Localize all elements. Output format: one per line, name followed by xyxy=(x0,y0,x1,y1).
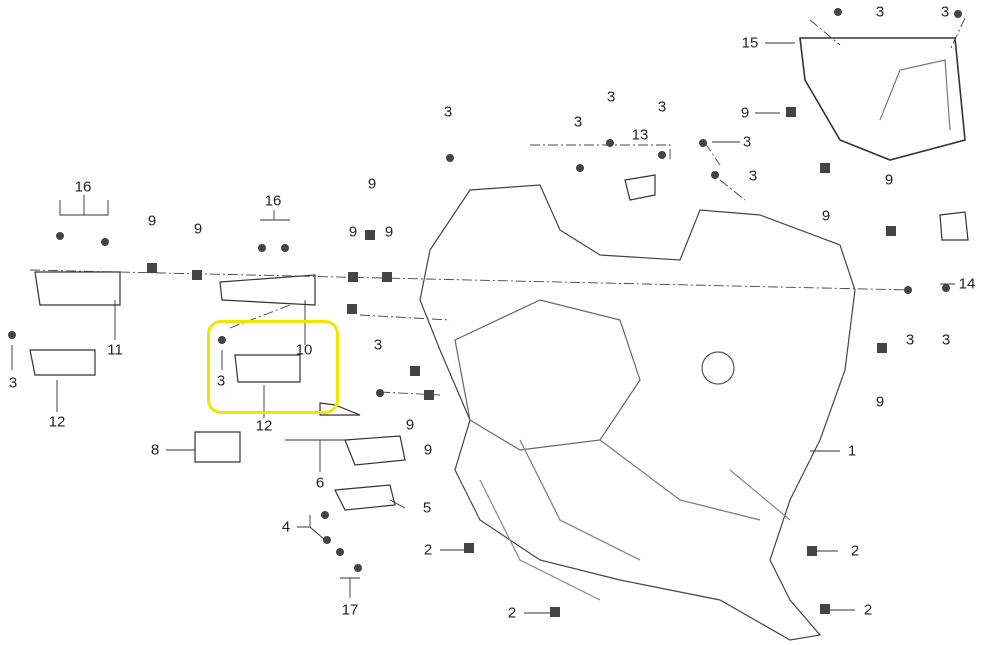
callout-label: 16 xyxy=(264,192,282,210)
callout-label: 5 xyxy=(422,499,432,517)
callout-label: 3 xyxy=(373,336,383,354)
callout-label: 16 xyxy=(74,178,92,196)
callout-label: 15 xyxy=(741,34,759,52)
callout-label: 13 xyxy=(631,126,649,144)
callout-label: 9 xyxy=(147,212,157,230)
grommet-part-13 xyxy=(624,174,656,201)
switch-part-12b xyxy=(234,354,301,383)
callout-label: 2 xyxy=(507,604,517,622)
callout-label: 9 xyxy=(367,175,377,193)
callout-label: 3 xyxy=(748,167,758,185)
callout-label: 9 xyxy=(821,207,831,225)
callout-label: 9 xyxy=(875,393,885,411)
callout-label: 3 xyxy=(940,3,950,21)
callout-label: 17 xyxy=(341,601,359,619)
callout-label: 6 xyxy=(315,474,325,492)
callout-label: 3 xyxy=(216,372,226,390)
callout-label: 11 xyxy=(107,341,123,359)
callout-label: 3 xyxy=(875,3,885,21)
callout-label: 3 xyxy=(606,88,616,106)
callout-label: 10 xyxy=(295,341,313,359)
callout-label: 1 xyxy=(847,442,857,460)
switch-part-12 xyxy=(29,349,96,376)
callout-label: 9 xyxy=(384,223,394,241)
callout-label: 2 xyxy=(850,542,860,560)
grommet-part-14 xyxy=(939,211,969,241)
bracket-part-11 xyxy=(34,271,121,306)
callout-label: 3 xyxy=(443,103,453,121)
callout-label: 9 xyxy=(423,441,433,459)
callout-label: 3 xyxy=(905,331,915,349)
callout-label: 3 xyxy=(573,113,583,131)
bracket-part-5 xyxy=(334,484,396,511)
highlight-box xyxy=(207,320,339,414)
callout-label: 9 xyxy=(193,220,203,238)
bracket-part-6 xyxy=(344,435,406,466)
callout-label: 12 xyxy=(48,413,66,431)
callout-label: 9 xyxy=(740,104,750,122)
callout-label: 3 xyxy=(941,331,951,349)
callout-label: 4 xyxy=(281,518,291,536)
callout-label: 9 xyxy=(348,223,358,241)
connector-part-8 xyxy=(194,431,241,463)
callout-label: 3 xyxy=(8,374,18,392)
bracket-part-10 xyxy=(219,274,316,306)
callout-label: 9 xyxy=(405,416,415,434)
callout-label: 3 xyxy=(657,98,667,116)
callout-label: 2 xyxy=(423,541,433,559)
callout-label: 3 xyxy=(742,133,752,151)
callout-label: 2 xyxy=(863,601,873,619)
inner-panel-part-1 xyxy=(419,184,856,641)
callout-label: 12 xyxy=(255,417,273,435)
callout-label: 14 xyxy=(958,275,976,293)
callout-label: 8 xyxy=(150,441,160,459)
cover-part-15 xyxy=(799,37,966,161)
callout-label: 9 xyxy=(884,171,894,189)
